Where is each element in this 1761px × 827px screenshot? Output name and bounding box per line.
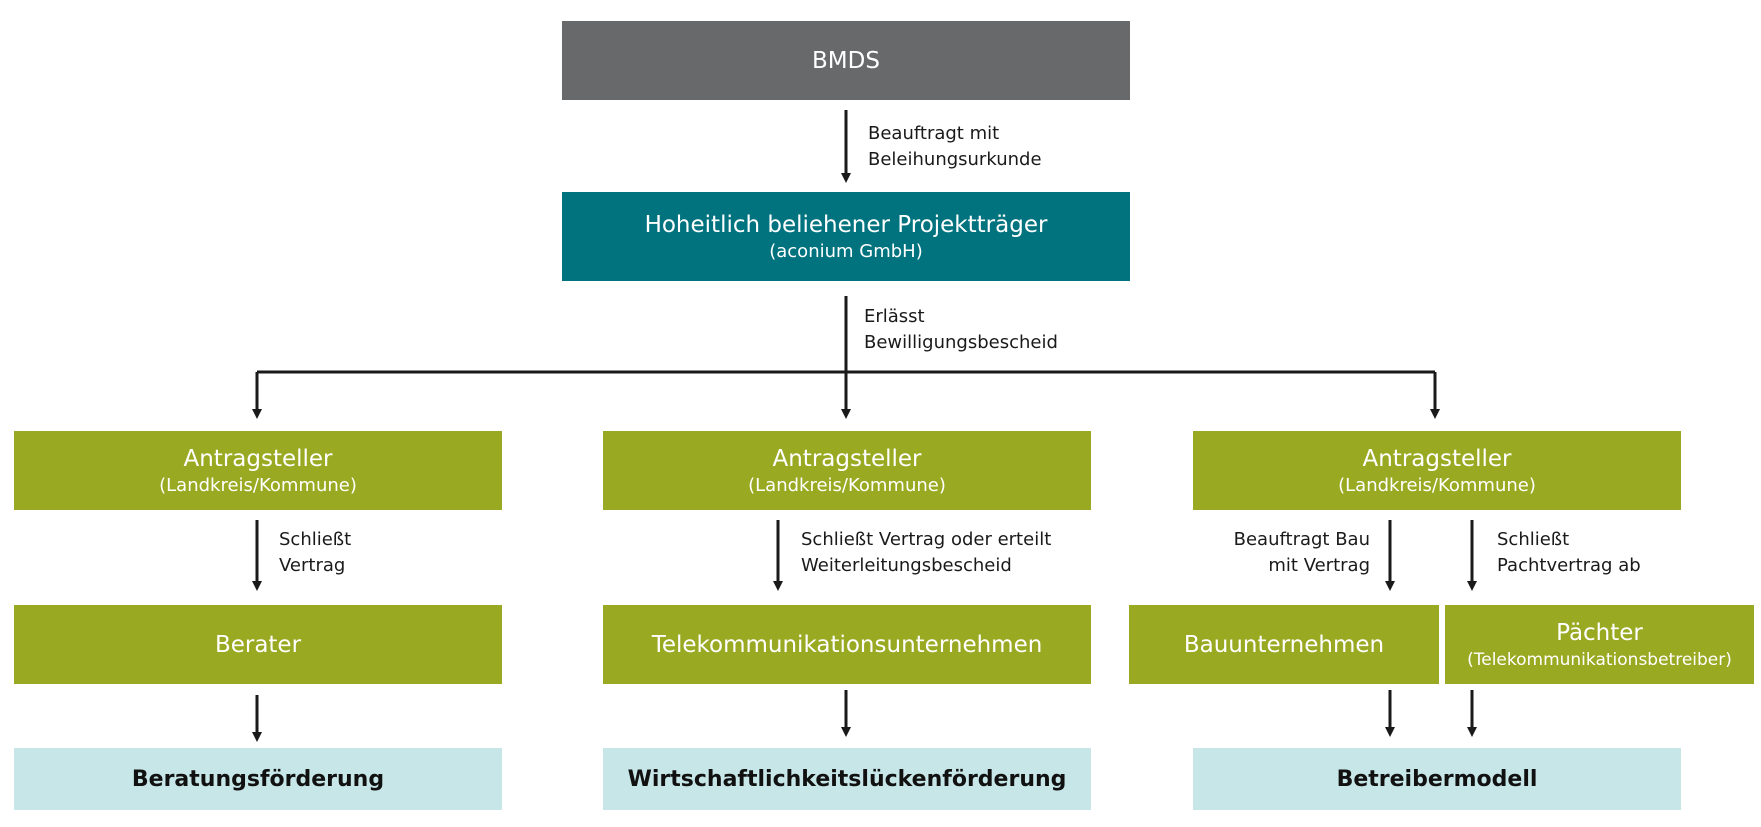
edge-label-beauftragt: Beauftragt mit Beleihungsurkunde (868, 123, 1042, 170)
edge-label-bewilligung: Erlässt Bewilligungsbescheid (864, 306, 1058, 353)
paechter-title: Pächter (1556, 619, 1643, 646)
program-title: Beratungsförderung (131, 766, 385, 792)
telekom-box: Telekommunikationsunternehmen (603, 605, 1091, 684)
applicant-box-1: Antragsteller (Landkreis/Kommune) (14, 431, 502, 510)
edge-label-col1: Schließt Vertrag (279, 529, 352, 576)
bauunternehmen-title: Bauunternehmen (1183, 631, 1385, 658)
applicant-subtitle: (Landkreis/Kommune) (1338, 474, 1536, 496)
bmds-box: BMDS (562, 21, 1130, 100)
edge-label-col3-right: Schließt Pachtvertrag ab (1497, 529, 1641, 576)
applicant-title: Antragsteller (183, 445, 333, 472)
projekttraeger-subtitle: (aconium GmbH) (769, 240, 923, 262)
berater-title: Berater (214, 631, 302, 658)
projekttraeger-title: Hoheitlich beliehener Projektträger (644, 211, 1048, 238)
paechter-box: Pächter (Telekommunikationsbetreiber) (1445, 605, 1754, 684)
applicant-title: Antragsteller (1362, 445, 1512, 472)
program-box-betreibermodell: Betreibermodell (1193, 748, 1681, 810)
program-box-wirtschaftlichkeit: Wirtschaftlichkeitslückenförderung (603, 748, 1091, 810)
berater-box: Berater (14, 605, 502, 684)
bmds-title: BMDS (812, 47, 880, 74)
program-box-beratung: Beratungsförderung (14, 748, 502, 810)
edge-label-col2: Schließt Vertrag oder erteilt Weiterleit… (801, 529, 1052, 576)
program-title: Betreibermodell (1336, 766, 1538, 792)
bauunternehmen-box: Bauunternehmen (1129, 605, 1439, 684)
projekttraeger-box: Hoheitlich beliehener Projektträger (aco… (562, 192, 1130, 281)
applicant-box-3: Antragsteller (Landkreis/Kommune) (1193, 431, 1681, 510)
applicant-subtitle: (Landkreis/Kommune) (159, 474, 357, 496)
program-title: Wirtschaftlichkeitslückenförderung (627, 766, 1067, 792)
applicant-title: Antragsteller (772, 445, 922, 472)
applicant-subtitle: (Landkreis/Kommune) (748, 474, 946, 496)
paechter-subtitle: (Telekommunikationsbetreiber) (1467, 649, 1732, 670)
edge-label-col3-left: Beauftragt Bau mit Vertrag (1233, 529, 1370, 576)
applicant-box-2: Antragsteller (Landkreis/Kommune) (603, 431, 1091, 510)
telekom-title: Telekommunikationsunternehmen (651, 631, 1043, 658)
